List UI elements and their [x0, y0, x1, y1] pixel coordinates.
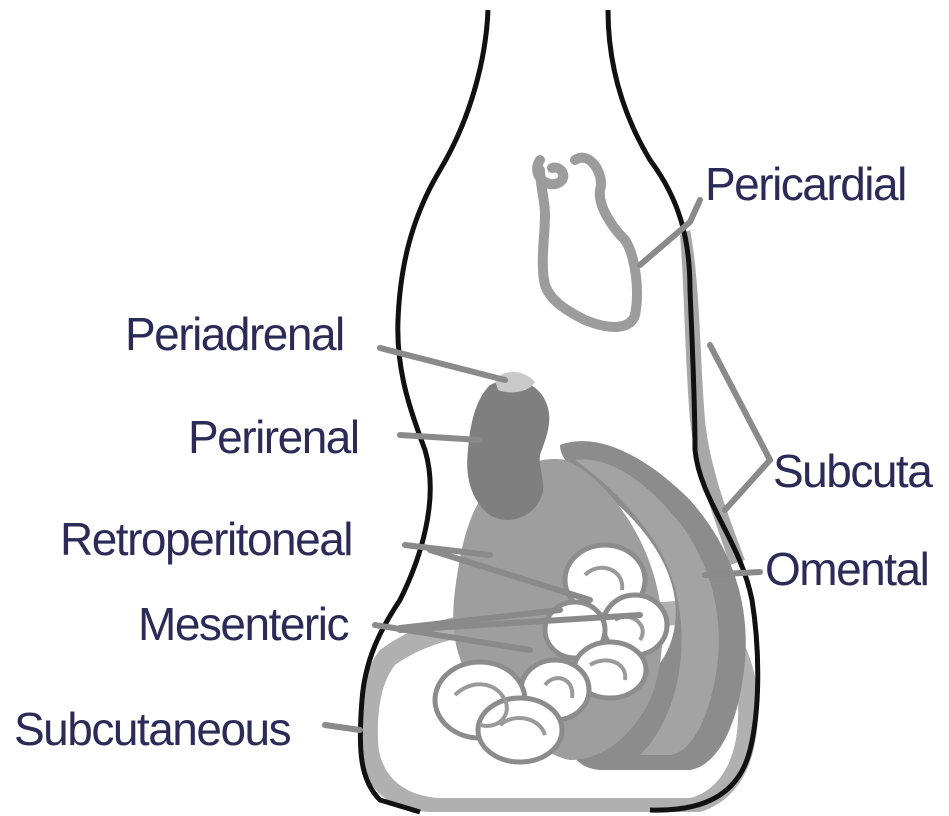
label-periadrenal: Periadrenal — [125, 308, 344, 360]
label-mesenteric: Mesenteric — [138, 598, 348, 650]
perirenal-fat-region — [467, 380, 549, 520]
label-pericardial: Pericardial — [705, 158, 906, 210]
leader-perirenal — [400, 435, 480, 440]
label-subcutaneous-left: Subcutaneous — [14, 703, 291, 755]
leader-subcutaneous-right-upper — [710, 345, 770, 460]
leader-subcutaneous-right-lower — [725, 460, 770, 510]
leader-subcutaneous-left — [325, 725, 360, 730]
label-retroperitoneal: Retroperitoneal — [60, 513, 352, 565]
label-perirenal: Perirenal — [188, 411, 359, 463]
label-omental: Omental — [765, 543, 928, 595]
label-subcutaneous-right: Subcuta — [773, 445, 933, 497]
leader-omental — [705, 572, 760, 575]
pericardial-fat-region — [537, 158, 637, 327]
